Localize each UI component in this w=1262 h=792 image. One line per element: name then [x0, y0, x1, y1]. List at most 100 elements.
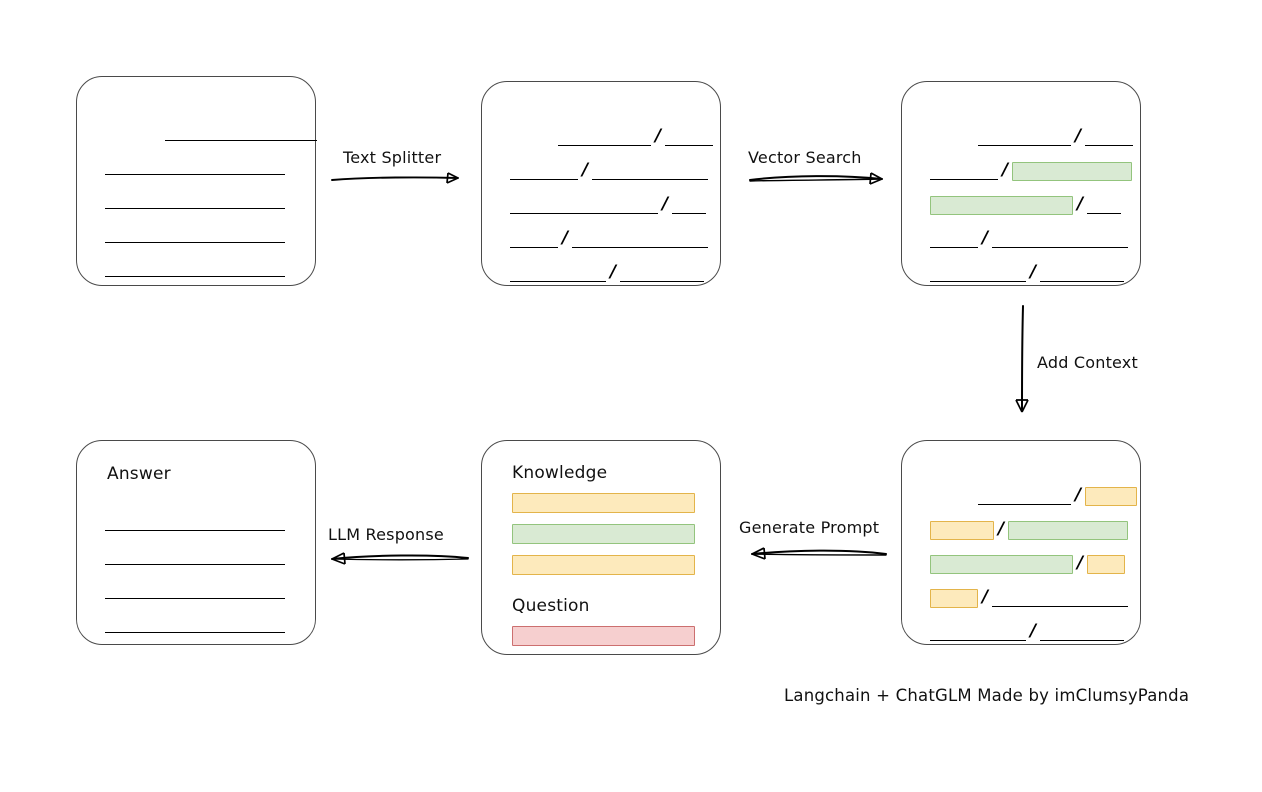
doc-row — [77, 189, 315, 211]
prompt-section-label-knowledge: Knowledge — [512, 463, 608, 483]
text-line-segment — [105, 208, 285, 209]
highlight-chip-yellow[interactable] — [930, 588, 978, 608]
text-line-segment — [992, 606, 1129, 607]
arrow-generate-prompt — [751, 547, 887, 560]
edge-label-vector-search: Vector Search — [748, 148, 862, 167]
answer-rows — [77, 441, 315, 644]
arrow-add-context — [1015, 305, 1029, 413]
doc-row — [77, 257, 315, 279]
edge-label-text-splitter: Text Splitter — [343, 148, 442, 167]
text-line-segment — [510, 281, 606, 282]
text-line-segment — [558, 145, 651, 146]
prompt-bar-red[interactable] — [512, 626, 695, 646]
text-line-segment — [978, 145, 1071, 146]
chunk-separator: / — [1030, 620, 1037, 641]
doc-row: / — [902, 553, 1140, 575]
text-line-segment — [105, 564, 285, 565]
vector-matched-rows: / / / / / — [902, 82, 1140, 285]
text-line-segment — [930, 281, 1026, 282]
text-line-segment — [1040, 640, 1125, 641]
doc-row: / — [482, 160, 720, 182]
doc-row: / — [902, 621, 1140, 643]
doc-row — [77, 155, 315, 177]
arrow-vector-search — [749, 172, 883, 185]
prompt-bar-green[interactable] — [512, 524, 695, 544]
doc-row — [77, 613, 315, 635]
doc-row: / — [902, 262, 1140, 284]
highlight-chip-yellow[interactable] — [1087, 554, 1126, 574]
doc-row — [77, 545, 315, 567]
chunk-separator: / — [998, 518, 1005, 539]
node-context-added-chunks[interactable]: / / / / / — [901, 440, 1141, 645]
prompt-bar-yellow[interactable] — [512, 555, 695, 575]
chunk-separator: / — [982, 227, 989, 248]
text-line-segment — [105, 530, 285, 531]
arrow-llm-response — [331, 552, 469, 565]
text-line-segment — [510, 179, 578, 180]
text-line-segment — [620, 281, 705, 282]
node-source-document[interactable] — [76, 76, 317, 286]
doc-row: / — [482, 126, 720, 148]
split-chunks-rows: / / / / / — [482, 82, 720, 285]
text-line-segment — [105, 242, 285, 243]
doc-row: / — [902, 485, 1140, 507]
arrow-text-splitter — [331, 172, 459, 184]
text-line-segment — [1085, 145, 1134, 146]
doc-row: / — [482, 262, 720, 284]
chunk-separator: / — [1077, 193, 1084, 214]
context-added-rows: / / / / / — [902, 441, 1140, 644]
text-line-segment — [105, 598, 285, 599]
text-line-segment — [930, 179, 998, 180]
prompt-section-label-question: Question — [512, 596, 590, 616]
node-vector-matched-chunks[interactable]: / / / / / — [901, 81, 1141, 286]
highlight-chip-green[interactable] — [930, 195, 1073, 215]
chunk-separator: / — [662, 193, 669, 214]
text-line-segment — [992, 247, 1129, 248]
text-line-segment — [930, 247, 978, 248]
doc-row: / — [902, 194, 1140, 216]
text-line-segment — [572, 247, 709, 248]
text-line-segment — [592, 179, 709, 180]
chunk-separator: / — [1030, 261, 1037, 282]
highlight-chip-yellow[interactable] — [1085, 486, 1138, 506]
chunk-separator: / — [1075, 125, 1082, 146]
doc-row — [77, 223, 315, 245]
text-line-segment — [105, 174, 285, 175]
highlight-chip-green[interactable] — [1012, 161, 1133, 181]
doc-row: / — [902, 160, 1140, 182]
text-line-segment — [510, 213, 658, 214]
chunk-separator: / — [610, 261, 617, 282]
chunk-separator: / — [582, 159, 589, 180]
doc-row — [77, 121, 317, 143]
chunk-separator: / — [1075, 484, 1082, 505]
text-line-segment — [978, 504, 1071, 505]
doc-row: / — [482, 194, 720, 216]
source-document-rows — [77, 77, 317, 285]
answer-label: Answer — [107, 464, 171, 484]
text-line-segment — [510, 247, 558, 248]
chunk-separator: / — [655, 125, 662, 146]
text-line-segment — [105, 276, 285, 277]
doc-row: / — [902, 519, 1140, 541]
text-line-segment — [1087, 213, 1122, 214]
highlight-chip-yellow[interactable] — [930, 520, 994, 540]
highlight-chip-green[interactable] — [1008, 520, 1129, 540]
edge-label-add-context: Add Context — [1037, 353, 1138, 372]
text-line-segment — [672, 213, 707, 214]
doc-row — [77, 579, 315, 601]
doc-row: / — [902, 587, 1140, 609]
highlight-chip-green[interactable] — [930, 554, 1073, 574]
text-line-segment — [1040, 281, 1125, 282]
diagram-caption: Langchain + ChatGLM Made by imClumsyPand… — [784, 686, 1190, 705]
text-line-segment — [105, 632, 285, 633]
node-answer[interactable]: Answer — [76, 440, 316, 645]
node-split-chunks[interactable]: / / / / / — [481, 81, 721, 286]
chunk-separator: / — [1077, 552, 1084, 573]
prompt-bar-yellow[interactable] — [512, 493, 695, 513]
chunk-separator: / — [982, 586, 989, 607]
doc-row: / — [482, 228, 720, 250]
doc-row: / — [902, 126, 1140, 148]
